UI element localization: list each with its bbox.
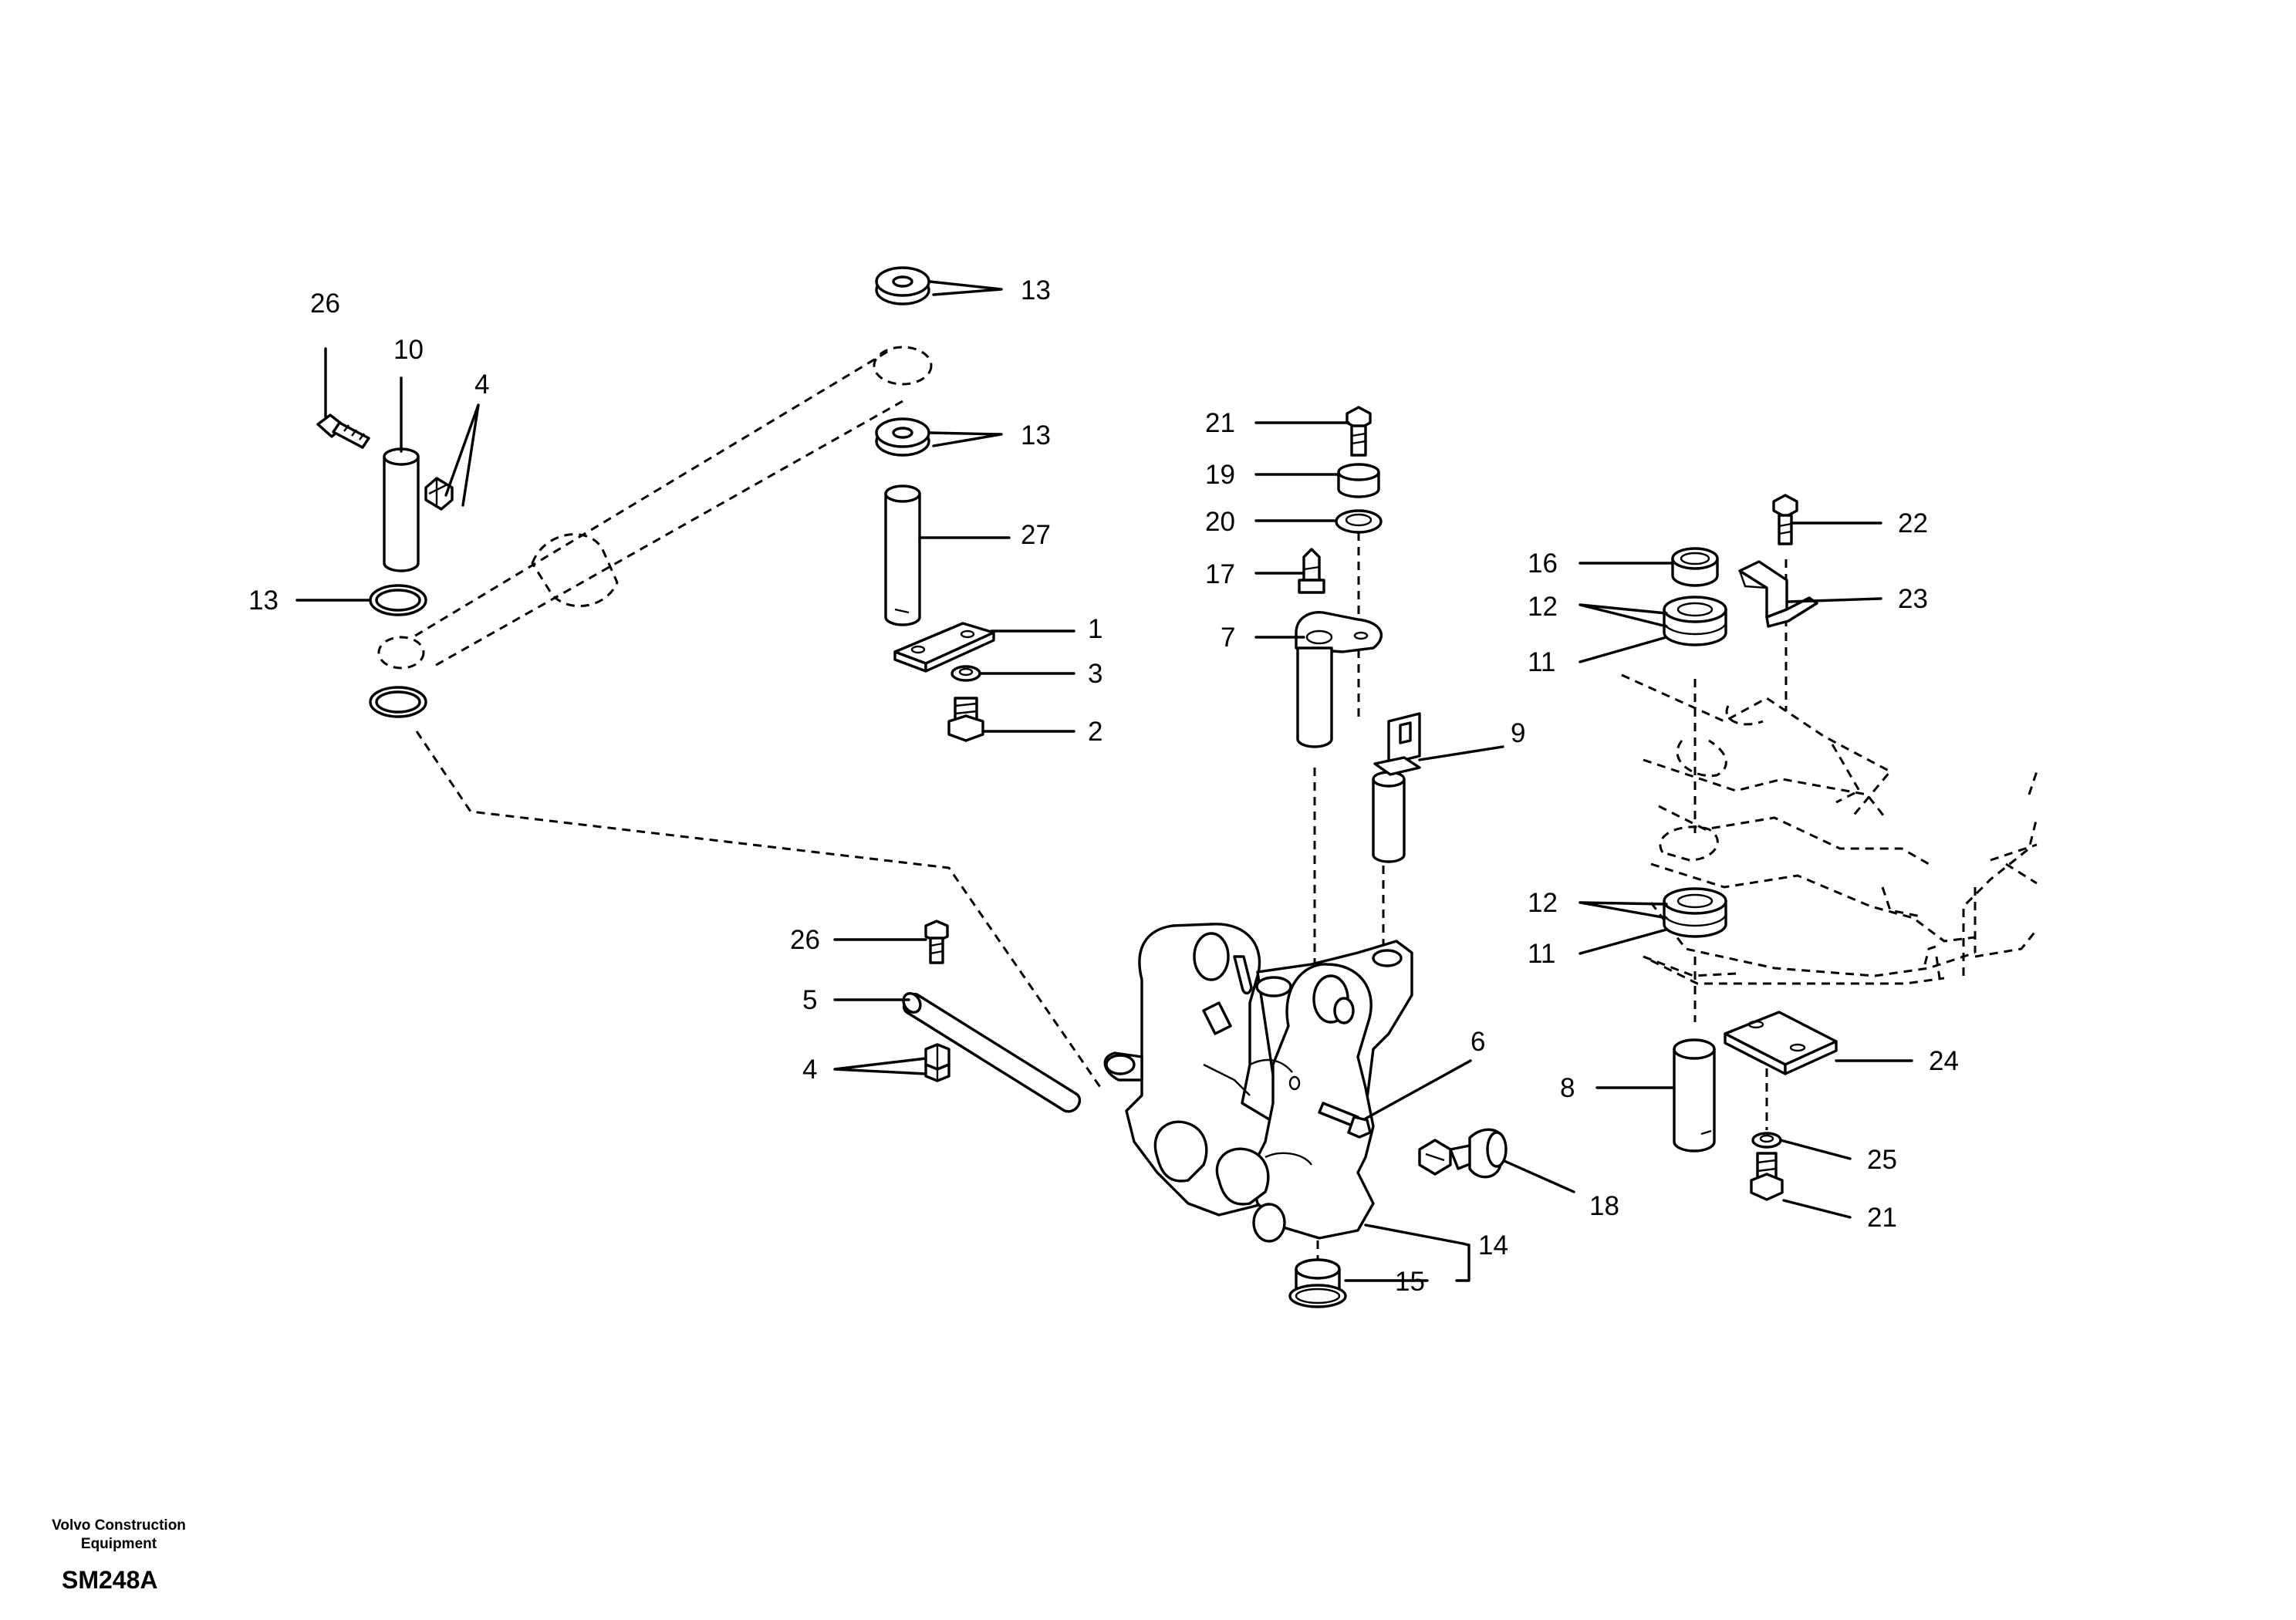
lock-plate-24 xyxy=(1724,1011,1838,1075)
bolt-21-bottom xyxy=(1750,1152,1784,1201)
bolt-2 xyxy=(947,697,984,742)
leader-lines xyxy=(295,280,1913,1282)
callout-4-top-left: 4 xyxy=(474,370,489,400)
hose-fitting-18 xyxy=(1418,1128,1508,1179)
callout-13-top: 13 xyxy=(1021,275,1051,305)
callout-5: 5 xyxy=(802,985,817,1015)
seal-ring-13-upper xyxy=(875,266,930,305)
bolt-22 xyxy=(1772,494,1798,545)
callout-12-upper: 12 xyxy=(1528,592,1558,622)
callout-19: 19 xyxy=(1205,460,1235,490)
callout-11-lower: 11 xyxy=(1528,939,1555,969)
callout-21-top: 21 xyxy=(1205,408,1235,438)
callout-13-left: 13 xyxy=(248,586,279,616)
company-name: Volvo Construction Equipment xyxy=(52,1517,186,1552)
callout-15: 15 xyxy=(1395,1267,1425,1297)
callout-16: 16 xyxy=(1528,548,1558,579)
callout-14: 14 xyxy=(1478,1230,1508,1261)
seal-ring-13-left-upper xyxy=(369,584,427,616)
lock-plate-1 xyxy=(893,622,995,673)
callout-11-upper: 11 xyxy=(1528,647,1555,677)
nut-4-lower xyxy=(924,1043,950,1082)
callout-21-bottom: 21 xyxy=(1867,1203,1897,1233)
plug-16 xyxy=(1671,547,1719,587)
washer-19 xyxy=(1337,463,1380,498)
seal-ring-13-middle xyxy=(875,417,930,457)
shim-stack-12-11-upper xyxy=(1663,596,1727,646)
callout-20: 20 xyxy=(1205,507,1235,537)
callout-24: 24 xyxy=(1929,1046,1959,1076)
grease-nipple-17 xyxy=(1298,548,1325,594)
callout-13-middle: 13 xyxy=(1021,420,1051,451)
callout-8: 8 xyxy=(1560,1073,1575,1103)
callout-17: 17 xyxy=(1205,559,1235,589)
bolt-26-lower xyxy=(924,920,949,964)
callout-1: 1 xyxy=(1088,614,1102,644)
nut-4-left xyxy=(424,477,454,511)
callout-4-lower: 4 xyxy=(802,1055,817,1085)
bolt-21-top xyxy=(1346,406,1372,457)
stick-pin-27 xyxy=(884,484,921,626)
callout-3: 3 xyxy=(1088,659,1102,689)
callout-25: 25 xyxy=(1867,1145,1897,1175)
callout-6: 6 xyxy=(1470,1027,1485,1057)
callout-22: 22 xyxy=(1898,508,1928,538)
callout-18: 18 xyxy=(1589,1191,1619,1221)
seal-ring-13-left-lower xyxy=(369,686,427,718)
bolt-26-left xyxy=(316,413,370,449)
callout-12-lower: 12 xyxy=(1528,888,1558,918)
callout-26-top-left: 26 xyxy=(310,289,340,319)
quick-coupler-14 xyxy=(1103,923,1413,1243)
pin-10 xyxy=(383,447,420,572)
callout-7: 7 xyxy=(1221,623,1235,653)
callout-9: 9 xyxy=(1511,718,1525,748)
shim-20 xyxy=(1335,509,1383,534)
pin-5 xyxy=(902,992,1082,1113)
callout-labels: 26 10 4 13 13 13 27 1 3 2 13 21 19 20 17… xyxy=(248,275,1959,1297)
pin-8 xyxy=(1673,1038,1716,1153)
shim-stack-12-11-lower xyxy=(1663,887,1727,938)
lock-pin-9 xyxy=(1372,712,1421,863)
callout-2: 2 xyxy=(1088,717,1102,747)
pin-7 xyxy=(1295,611,1383,748)
callout-27: 27 xyxy=(1021,520,1051,550)
spring-washer-3 xyxy=(950,665,981,682)
bracket-23 xyxy=(1738,560,1818,628)
plug-15 xyxy=(1288,1258,1347,1308)
phantom-lines xyxy=(377,346,2038,1265)
spring-washer-25 xyxy=(1751,1132,1782,1149)
diagram-code: SM248A xyxy=(62,1566,158,1594)
callout-26-lower: 26 xyxy=(790,925,820,955)
callout-10: 10 xyxy=(393,335,424,365)
callout-23: 23 xyxy=(1898,584,1928,614)
